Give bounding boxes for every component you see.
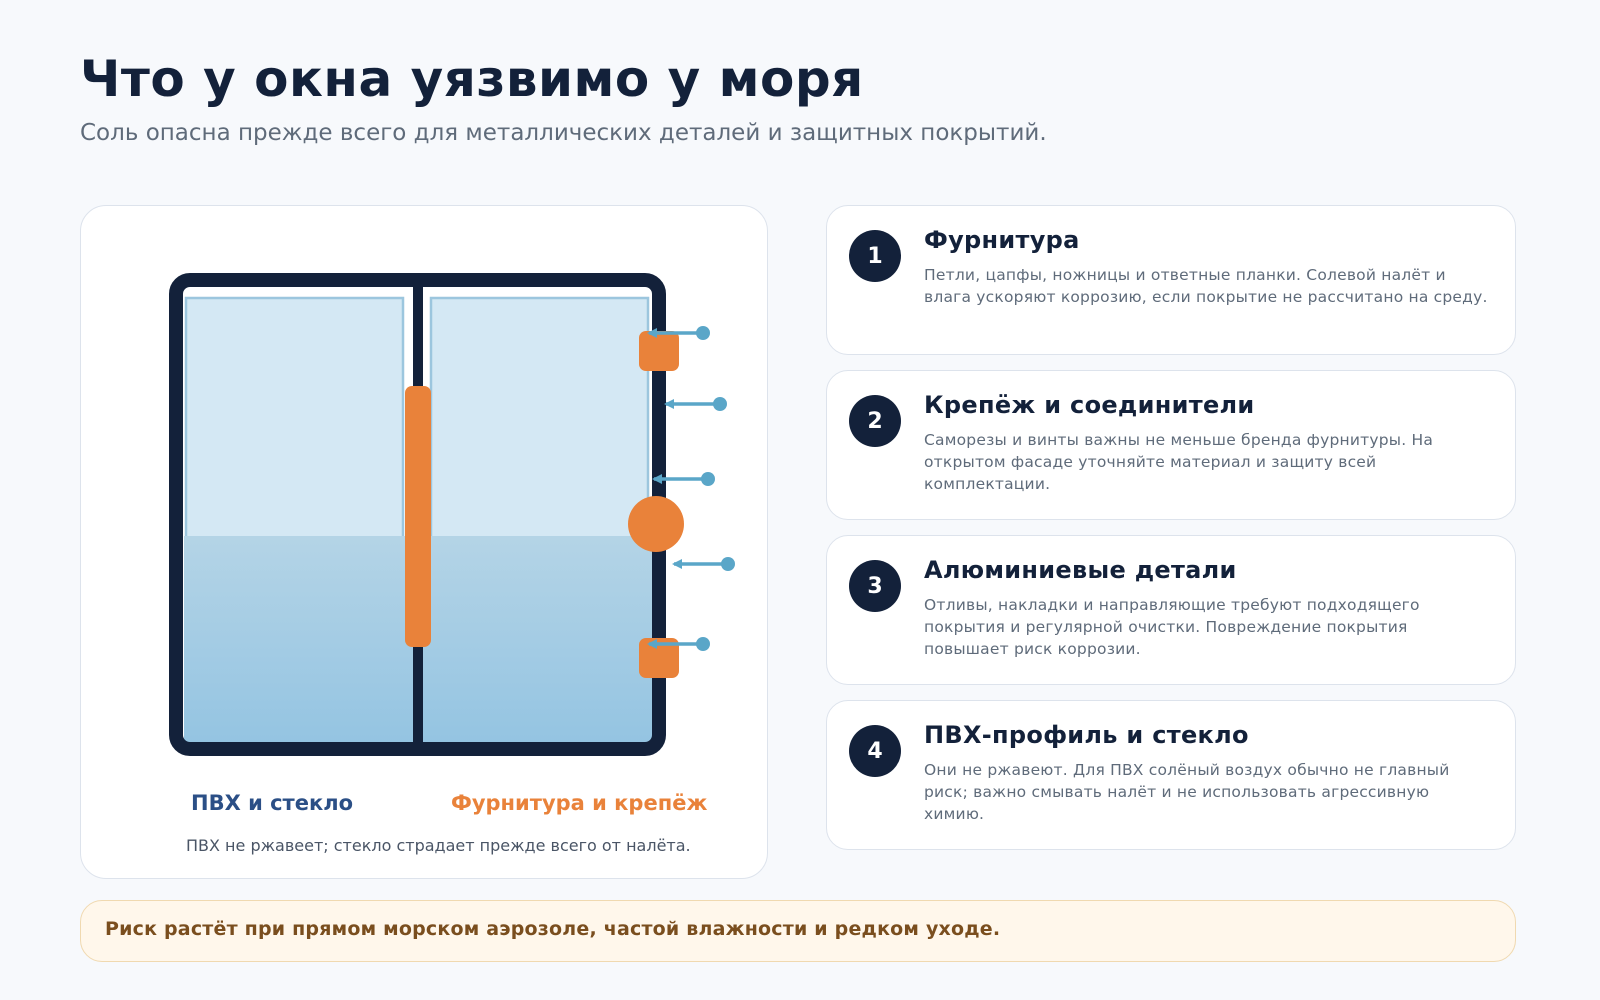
item-description: Петли, цапфы, ножницы и ответные планки.…	[924, 266, 1488, 306]
item-title: Алюминиевые детали	[924, 556, 1237, 584]
item-card-fasteners: 2 Крепёж и соединители Саморезы и винты …	[826, 370, 1516, 520]
item-card-hardware: 1 Фурнитура Петли, цапфы, ножницы и отве…	[826, 205, 1516, 355]
diagram-note: ПВХ не ржавеет; стекло страдает прежде в…	[186, 836, 691, 855]
risk-warning-bar: Риск растёт при прямом морском аэрозоле,…	[80, 900, 1516, 962]
salt-arrow	[647, 326, 710, 340]
window-diagram-card: ПВХ и стекло Фурнитура и крепёж ПВХ не р…	[80, 205, 768, 879]
window-diagram	[169, 273, 735, 756]
item-card-pvc-glass: 4 ПВХ-профиль и стекло Они не ржавеют. Д…	[826, 700, 1516, 850]
salt-arrow	[664, 397, 727, 411]
salt-arrow	[672, 557, 735, 571]
item-title: ПВХ-профиль и стекло	[924, 721, 1249, 749]
page-title: Что у окна уязвимо у моря	[80, 50, 864, 108]
item-description: Они не ржавеют. Для ПВХ солёный воздух о…	[924, 761, 1450, 823]
item-title: Фурнитура	[924, 226, 1080, 254]
handle-bar	[405, 386, 431, 647]
number-badge: 2	[849, 395, 901, 447]
risk-warning-text: Риск растёт при прямом морском аэрозоле,…	[105, 918, 1001, 940]
item-card-aluminium: 3 Алюминиевые детали Отливы, накладки и …	[826, 535, 1516, 685]
number-badge: 3	[849, 560, 901, 612]
number-badge: 1	[849, 230, 901, 282]
item-title: Крепёж и соединители	[924, 391, 1255, 419]
item-description: Отливы, накладки и направляющие требуют …	[924, 596, 1420, 658]
lock-hardware	[628, 496, 684, 552]
legend-hardware: Фурнитура и крепёж	[451, 791, 708, 815]
page-subtitle: Соль опасна прежде всего для металлическ…	[80, 120, 1047, 146]
salt-arrow	[647, 637, 710, 651]
salt-arrow	[652, 472, 715, 486]
legend-pvc-glass: ПВХ и стекло	[191, 791, 354, 815]
number-badge: 4	[849, 725, 901, 777]
upper-hinge	[639, 331, 679, 371]
item-description: Саморезы и винты важны не меньше бренда …	[924, 431, 1434, 493]
